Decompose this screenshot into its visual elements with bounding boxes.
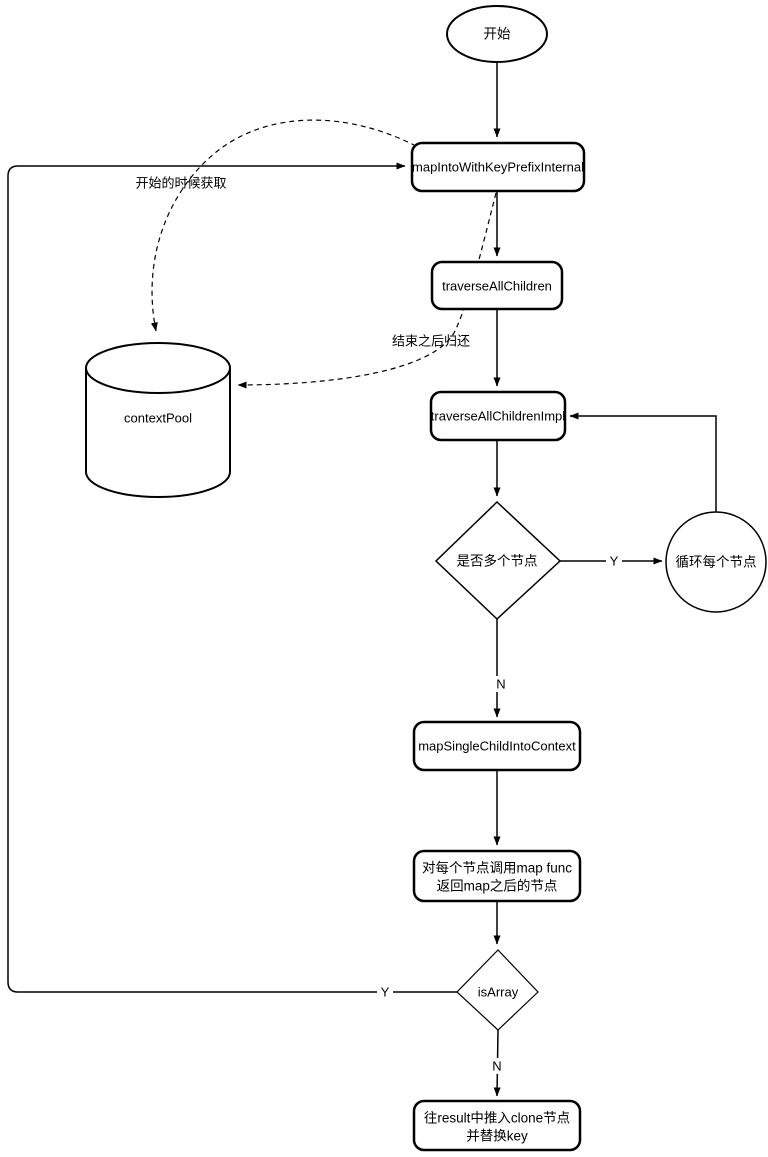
node-context-pool: contextPool xyxy=(85,342,231,498)
label-bg xyxy=(606,553,622,569)
node-multi-node-decision: 是否多个节点 xyxy=(434,500,562,621)
node-is-array-decision: isArray xyxy=(456,949,539,1031)
node-map-single-child-into-context: mapSingleChildIntoContext xyxy=(412,720,582,772)
node-push-result-line1: 往result中推入clone节点 xyxy=(424,1111,570,1126)
label-bg xyxy=(377,984,393,1000)
traverse-all-rect xyxy=(430,260,564,311)
label-acquire: 开始的时候获取 xyxy=(135,176,226,191)
node-traverse-all-children-impl: traverseAllChildrenImpl xyxy=(429,390,567,442)
node-call-map-func-line2: 返回map之后的节点 xyxy=(437,879,558,894)
node-push-result: 往result中推入clone节点 并替换key xyxy=(412,1099,582,1152)
edge-release-contextpool xyxy=(237,192,497,389)
edge-loop-circle-to-impl xyxy=(569,412,717,513)
map-into-rect xyxy=(410,141,586,193)
node-map-into-with-key-prefix-internal: mapIntoWithKeyPrefixInternal xyxy=(410,141,586,193)
label-bg xyxy=(489,1058,505,1074)
node-map-single-label: mapSingleChildIntoContext xyxy=(418,739,576,754)
label-multi-yes: Y xyxy=(610,554,619,569)
node-push-result-line2: 并替换key xyxy=(466,1129,528,1144)
node-loop-each-label: 循环每个节点 xyxy=(676,555,757,570)
label-multi-no: N xyxy=(496,677,505,692)
edge-labels: 开始的时候获取 结束之后归还 Y N Y N xyxy=(135,176,622,1074)
traverse-impl-rect xyxy=(429,390,567,442)
node-start: 开始 xyxy=(446,5,548,63)
map-single-rect xyxy=(412,720,582,772)
label-release: 结束之后归还 xyxy=(392,334,470,349)
node-multi-node-label: 是否多个节点 xyxy=(457,553,538,569)
edges xyxy=(7,62,717,1097)
is-array-diamond xyxy=(456,949,539,1031)
node-traverse-impl-label: traverseAllChildrenImpl xyxy=(431,409,565,424)
multi-node-diamond xyxy=(434,500,562,621)
node-call-map-func: 对每个节点调用map func 返回map之后的节点 xyxy=(412,849,582,903)
label-array-yes: Y xyxy=(381,985,390,1000)
node-traverse-all-children: traverseAllChildren xyxy=(430,260,564,311)
context-pool-cylinder-lid xyxy=(85,367,231,394)
node-loop-each-node: 循环每个节点 xyxy=(665,511,767,613)
node-start-label: 开始 xyxy=(484,27,511,42)
loop-each-circle xyxy=(665,511,767,613)
node-is-array-label: isArray xyxy=(478,985,519,1000)
edge-acquire-contextpool xyxy=(150,119,417,332)
call-map-func-rect xyxy=(412,849,582,903)
dashed-edges xyxy=(150,119,497,389)
label-bg xyxy=(493,676,509,692)
label-array-no: N xyxy=(492,1059,501,1074)
context-pool-cylinder-body xyxy=(85,342,231,498)
node-call-map-func-line1: 对每个节点调用map func xyxy=(422,861,572,876)
node-context-pool-label: contextPool xyxy=(124,411,192,426)
push-result-rect xyxy=(412,1099,582,1152)
node-traverse-all-label: traverseAllChildren xyxy=(442,279,552,294)
node-map-into-label: mapIntoWithKeyPrefixInternal xyxy=(412,160,584,175)
edge-isarray-yes-loopback xyxy=(7,162,457,993)
start-ellipse xyxy=(446,5,548,63)
